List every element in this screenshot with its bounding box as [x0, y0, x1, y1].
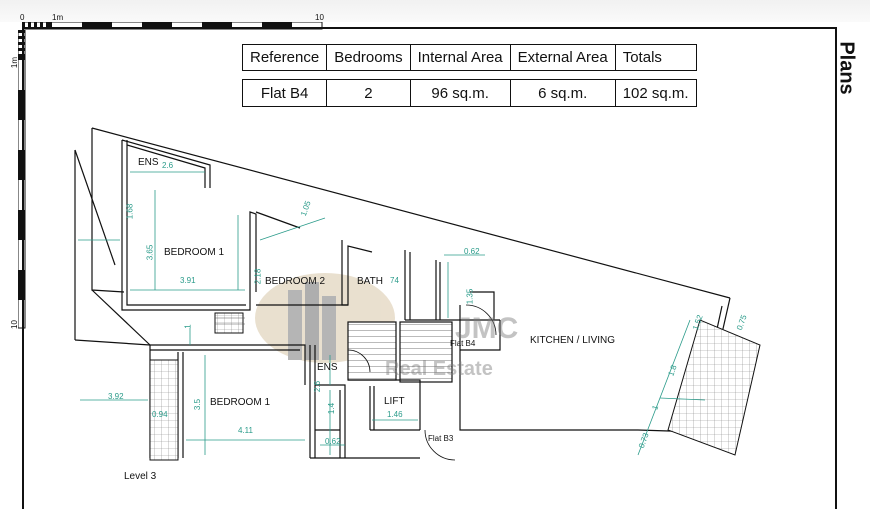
vertical-scale-bar — [18, 30, 26, 329]
area-summary-table: Reference Bedrooms Internal Area Externa… — [241, 44, 697, 107]
viewer-top-bar — [0, 0, 870, 22]
door-swings — [347, 304, 497, 461]
header-internal-area: Internal Area — [409, 44, 511, 71]
dim-label: 2.18 — [253, 268, 263, 285]
cell-totals: 102 sq.m. — [614, 79, 697, 107]
watermark-mark: JMC — [455, 312, 519, 345]
header-bedrooms: Bedrooms — [326, 44, 411, 71]
cell-bedrooms: 2 — [326, 79, 411, 107]
scale-label-0: 0 — [20, 13, 25, 22]
dim-label: 1.35 — [465, 288, 475, 305]
table-header-row: Reference Bedrooms Internal Area Externa… — [241, 44, 697, 71]
cell-external-area: 6 sq.m. — [509, 79, 616, 107]
balcony-lower-left — [149, 359, 179, 461]
room-label-bath: BATH — [357, 276, 383, 287]
dimension-lines — [78, 171, 706, 456]
header-totals: Totals — [614, 44, 697, 71]
dim-label: 0.94 — [152, 410, 168, 419]
room-label-bedroom1-lower: BEDROOM 1 — [210, 397, 271, 408]
floor-plan-drawing — [74, 127, 761, 461]
dim-label: 0.62 — [464, 247, 480, 256]
dim-label: 1 — [183, 324, 193, 329]
horizontal-scale-bar — [22, 22, 323, 30]
scale-label-10: 10 — [315, 13, 324, 22]
room-label-bedroom1-upper: BEDROOM 1 — [164, 247, 225, 258]
header-external-area: External Area — [509, 44, 616, 71]
balcony-right — [667, 319, 761, 456]
room-label-kitchen-living: KITCHEN / LIVING — [530, 335, 616, 346]
room-label-lift: LIFT — [384, 396, 405, 407]
room-label-bedroom2: BEDROOM 2 — [265, 276, 326, 287]
dim-label: 3.5 — [193, 398, 203, 411]
level-label: Level 3 — [124, 471, 157, 482]
dim-label: 0.62 — [325, 437, 341, 446]
flat-label-b3: Flat B3 — [428, 434, 454, 443]
dim-label: 74 — [390, 276, 399, 285]
cell-internal-area: 96 sq.m. — [409, 79, 511, 107]
dim-label: 1.68 — [125, 203, 135, 220]
scale-label-1m: 1m — [52, 13, 64, 22]
header-reference: Reference — [241, 44, 328, 71]
room-label-ens-lower: ENS — [317, 362, 338, 373]
dim-label: 3.91 — [180, 276, 196, 285]
balcony-small — [214, 312, 244, 334]
dim-label: 4.11 — [238, 426, 253, 435]
dim-label: 3.92 — [108, 392, 124, 401]
room-label-ens-upper: ENS — [138, 157, 159, 168]
watermark-sub: Real Estate — [385, 358, 493, 380]
cell-reference: Flat B4 — [241, 79, 328, 107]
dim-label: 3.65 — [145, 244, 155, 261]
dim-label: 2.6 — [313, 380, 323, 393]
wall-lines — [74, 127, 731, 459]
dim-label: 2.6 — [162, 161, 174, 170]
dim-label: 1.46 — [387, 410, 403, 419]
flat-label-b4: Flat B4 — [450, 339, 476, 348]
table-row: Flat B4 2 96 sq.m. 6 sq.m. 102 sq.m. — [241, 79, 697, 107]
dim-label: 1.4 — [327, 402, 337, 415]
drawing-frame — [22, 27, 837, 509]
